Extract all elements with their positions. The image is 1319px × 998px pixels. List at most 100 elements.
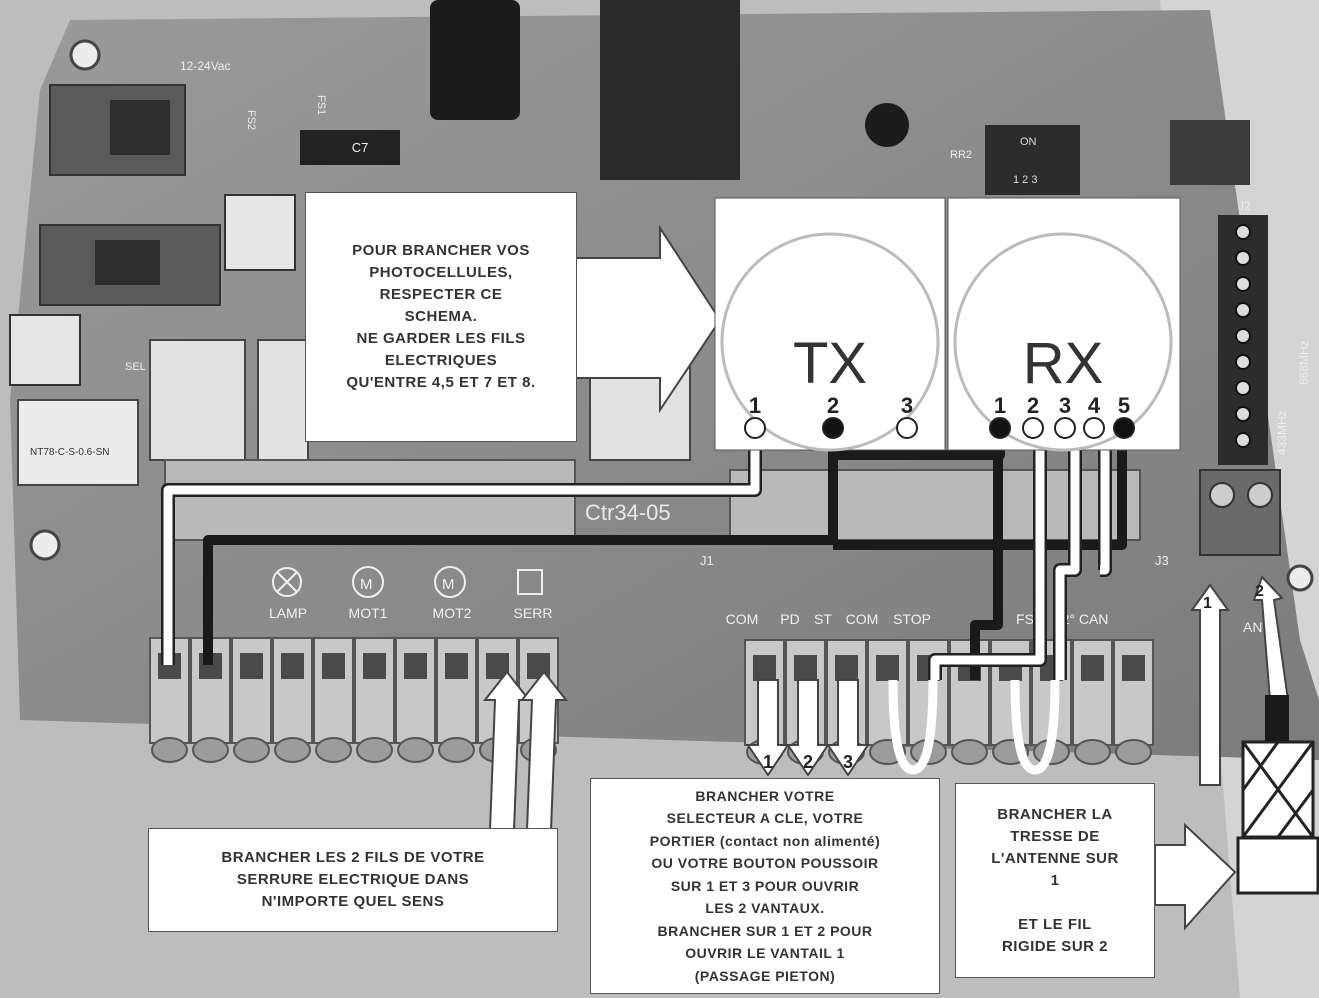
board-code-label: Ctr34-05 [585, 500, 671, 525]
right-terminal-label: PD [780, 611, 799, 627]
fuse-label: FS1 [315, 95, 327, 115]
left-terminal-label: SERR [514, 605, 553, 621]
left-terminal-block [149, 637, 559, 763]
capacitor [430, 0, 520, 120]
terminal-number: 1 [994, 393, 1006, 418]
pointer-arrow-tx [569, 224, 722, 414]
selector-arrow-number: 1 [763, 752, 773, 772]
screw [1247, 482, 1273, 508]
terminal-base [315, 737, 352, 763]
dip-numbers-label: 1 2 3 [1013, 174, 1037, 186]
lock-symbol [517, 569, 543, 595]
rx-circle [953, 232, 1173, 452]
relay [17, 399, 139, 486]
j2-terminal [1235, 250, 1251, 266]
terminal-base [274, 737, 311, 763]
j2-terminal [1235, 406, 1251, 422]
terminal-screw-slot [281, 653, 304, 679]
selector-note: BRANCHER VOTRE SELECTEUR A CLE, VOTRE PO… [649, 787, 881, 984]
pointer-arrow-antenna [1154, 822, 1237, 931]
photocell-note: POUR BRANCHER VOS PHOTOCELLULES, RESPECT… [346, 242, 536, 391]
right-terminal-label: COM [846, 611, 879, 627]
antenna-arrow-1 [1190, 583, 1230, 786]
antenna-note-box: BRANCHER LA TRESSE DE L'ANTENNE SUR 1 ET… [955, 783, 1155, 978]
rr2-label: RR2 [950, 149, 972, 161]
up-arrow [482, 670, 532, 831]
terminal-base [951, 739, 988, 765]
terminal-screw-slot [794, 655, 817, 681]
terminal-number: 2 [827, 393, 839, 418]
terminal-number: 3 [1059, 393, 1071, 418]
down-arrow [826, 679, 870, 777]
terminal-base [233, 737, 270, 763]
terminal-base [356, 737, 393, 763]
mounting-hole [69, 39, 101, 71]
tx-circle [720, 232, 940, 452]
mounting-hole [1286, 564, 1314, 592]
dip-switch [985, 125, 1080, 195]
white-component [224, 194, 296, 271]
terminal-number: 5 [1118, 393, 1130, 418]
white-wire-rx4 [1100, 432, 1110, 575]
left-terminal-label: MOT2 [433, 605, 472, 621]
selector-note-box: BRANCHER VOTRE SELECTEUR A CLE, VOTRE PO… [590, 778, 940, 994]
relay [149, 339, 246, 461]
antenna-arrow-label-1: 1 [1203, 595, 1212, 612]
terminal-screw-slot [404, 653, 427, 679]
bridge-wire [888, 679, 938, 775]
capacitor-c7 [300, 130, 400, 165]
tx-panel [714, 197, 946, 451]
j1-label: J1 [700, 553, 714, 568]
left-terminal-label: MOT1 [349, 605, 388, 621]
lock-note-box: BRANCHER LES 2 FILS DE VOTRE SERRURE ELE… [148, 828, 558, 932]
terminal-number: 4 [1088, 393, 1101, 418]
terminal-screw-slot [835, 655, 858, 681]
terminal-base [438, 737, 475, 763]
j2-terminal [1235, 380, 1251, 396]
black-wire-tx2 [203, 428, 838, 665]
terminal-screw-slot [876, 655, 899, 681]
terminal-dot [1113, 417, 1135, 439]
dip-on-label: ON [1020, 136, 1037, 148]
j3-label: J3 [1155, 553, 1169, 568]
lock-arrows [482, 670, 569, 831]
relay [257, 339, 309, 461]
j2-terminal [1235, 354, 1251, 370]
down-arrow [746, 679, 790, 777]
selector-arrow-number: 3 [843, 752, 853, 772]
terminal-screw-slot [322, 653, 345, 679]
antenna-arrow-2 [1252, 575, 1290, 701]
j2-label: J2 [1238, 199, 1251, 213]
fuse-label: FS2 [245, 110, 257, 130]
right-terminal-label: COM [726, 611, 759, 627]
coax-wire [1265, 695, 1289, 745]
terminal-screw-slot [486, 653, 509, 679]
terminal-base [192, 737, 229, 763]
down-arrow [786, 679, 830, 777]
relay-text: NT78-C-S-0.6-SN [30, 447, 109, 458]
motor-symbol [352, 566, 384, 598]
up-arrow [519, 670, 569, 831]
antenna-arrows: 1 2 [1190, 575, 1290, 786]
white-component [9, 314, 81, 386]
terminal-base [151, 737, 188, 763]
screw [1209, 482, 1235, 508]
lamp-symbol [272, 567, 302, 597]
black-wire-stop [970, 455, 1003, 680]
terminal-base [1074, 739, 1111, 765]
mounting-hole [29, 529, 61, 561]
bridge-wire [1010, 679, 1060, 775]
terminal-base [1115, 739, 1152, 765]
terminal-screw-slot [1122, 655, 1145, 681]
terminal-screw-slot [753, 655, 776, 681]
white-wire-rx3 [1055, 432, 1080, 680]
antenna-terminal [1199, 469, 1281, 556]
terminal-screw-slot [1081, 655, 1104, 681]
terminal-dot [1083, 417, 1105, 439]
terminal-screw-slot [240, 653, 263, 679]
motor-symbol [434, 566, 466, 598]
